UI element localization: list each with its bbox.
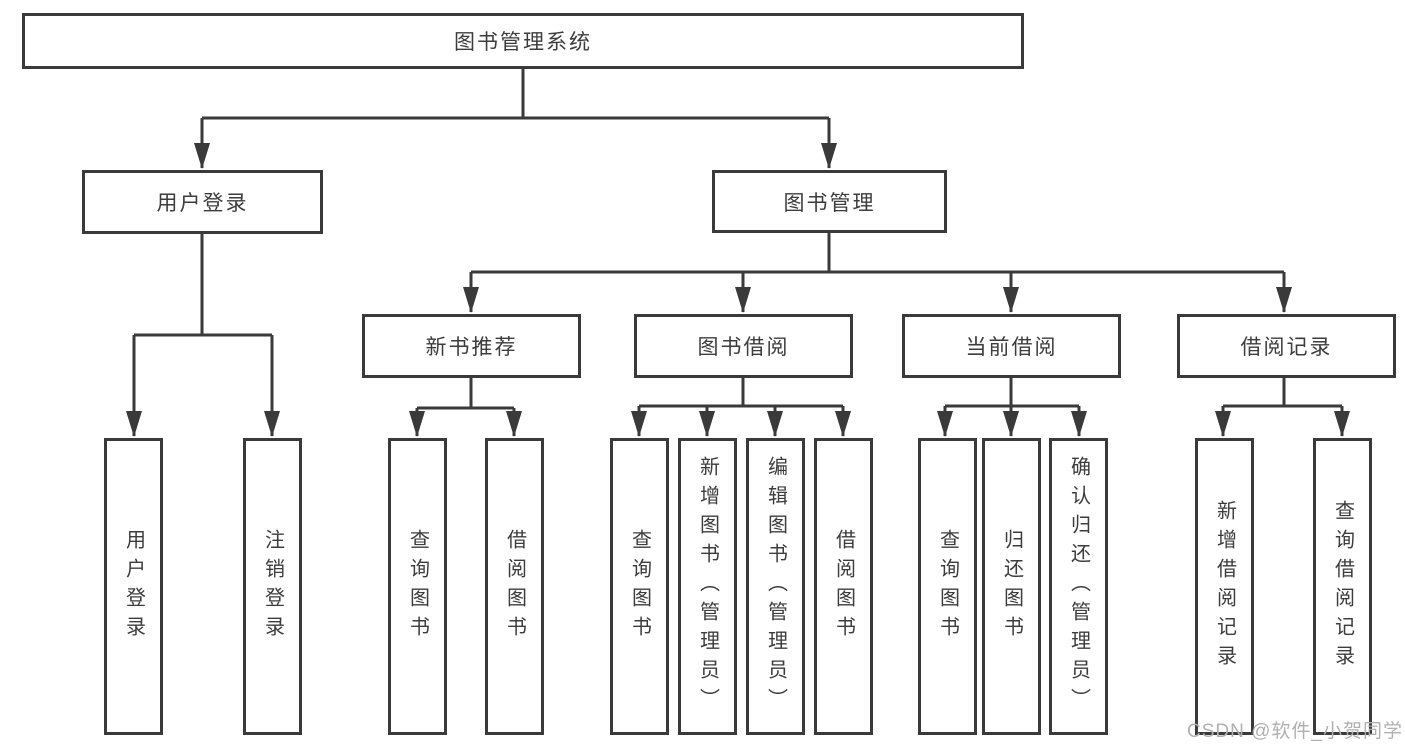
leaf-query-borrow-record-label: 查询借阅记录 [1331,499,1354,674]
node-borrowing-records-label: 借阅记录 [1240,336,1333,359]
leaf-edit-books-admin: 编辑图书（管理员） [746,438,805,735]
leaf-logout: 注销登录 [243,438,302,735]
node-new-book-recommend: 新书推荐 [362,314,581,378]
node-library-system-label: 图书管理系统 [454,31,592,54]
node-book-borrowing: 图书借阅 [634,314,853,378]
leaf-query-books-current-label: 查询图书 [936,528,959,645]
node-book-management: 图书管理 [712,170,947,233]
node-user-login: 用户登录 [82,170,323,234]
node-book-management-label: 图书管理 [783,191,876,215]
leaf-borrow-books-label: 借阅图书 [832,528,855,645]
leaf-borrow-books-recommend: 借阅图书 [485,438,544,735]
leaf-query-books-borrowing: 查询图书 [610,438,669,735]
leaf-return-books-label: 归还图书 [1000,528,1023,645]
leaf-borrow-books: 借阅图书 [814,438,873,735]
leaf-query-borrow-record: 查询借阅记录 [1313,438,1372,735]
leaf-user-login-label: 用户登录 [122,528,145,645]
leaf-edit-books-admin-label: 编辑图书（管理员） [764,456,787,717]
node-current-borrowing-label: 当前借阅 [965,336,1058,359]
leaf-query-books-recommend: 查询图书 [388,438,447,735]
connector-arrows [126,118,1350,437]
leaf-query-books-recommend-label: 查询图书 [406,528,429,645]
leaf-add-books-admin: 新增图书（管理员） [678,438,737,735]
connector-branches [134,69,1342,410]
csdn-watermark: CSDN @软件_小贺同学 [1187,721,1403,742]
leaf-add-borrow-record-label: 新增借阅记录 [1213,499,1236,674]
leaf-add-books-admin-label: 新增图书（管理员） [696,456,719,717]
leaf-borrow-books-recommend-label: 借阅图书 [503,528,526,645]
node-new-book-recommend-label: 新书推荐 [425,336,518,359]
node-borrowing-records: 借阅记录 [1177,314,1396,378]
node-current-borrowing: 当前借阅 [902,314,1121,378]
leaf-confirm-return-admin: 确认归还（管理员） [1049,438,1108,735]
leaf-return-books: 归还图书 [982,438,1041,735]
node-book-borrowing-label: 图书借阅 [697,336,790,359]
leaf-query-books-current: 查询图书 [918,438,977,735]
leaf-user-login: 用户登录 [104,438,163,735]
leaf-query-books-borrowing-label: 查询图书 [628,528,651,645]
leaf-confirm-return-admin-label: 确认归还（管理员） [1067,456,1090,717]
leaf-add-borrow-record: 新增借阅记录 [1195,438,1254,735]
node-library-system: 图书管理系统 [22,13,1024,69]
leaf-logout-label: 注销登录 [261,528,284,645]
node-user-login-label: 用户登录 [156,192,249,215]
